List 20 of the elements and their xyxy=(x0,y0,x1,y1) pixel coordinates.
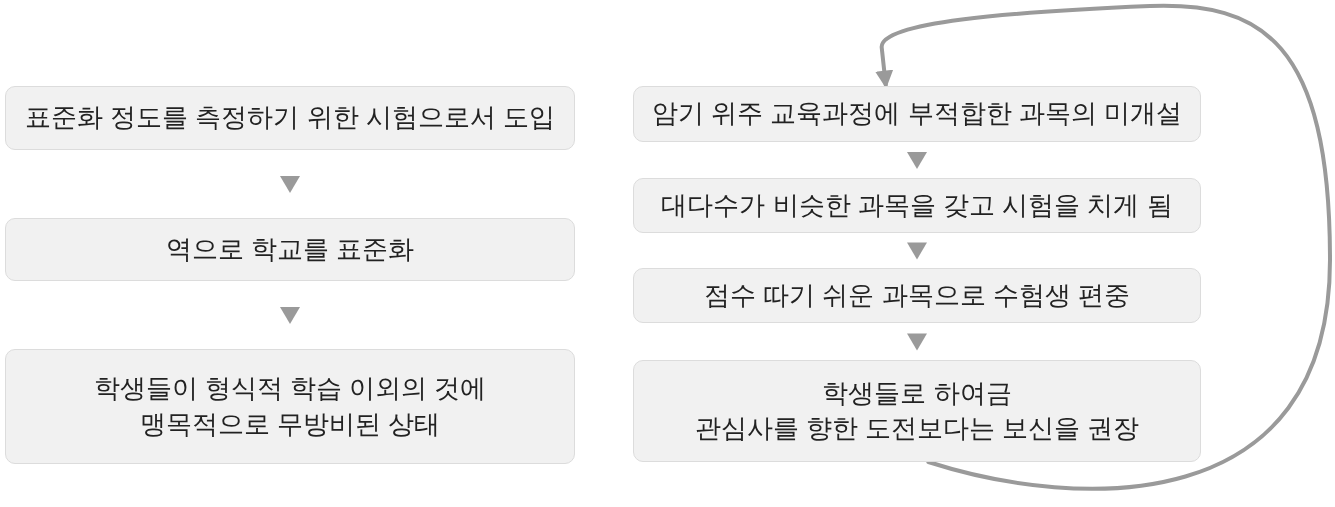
step-text: 역으로 학교를 표준화 xyxy=(165,232,415,266)
arrow xyxy=(907,333,927,351)
arrow xyxy=(907,152,927,169)
loop-arrow xyxy=(875,3,1332,491)
process-box xyxy=(633,268,1201,323)
arrow xyxy=(280,307,300,324)
process-box xyxy=(633,86,1201,142)
process-box xyxy=(5,349,575,464)
step-text: 점수 따기 쉬운 과목으로 수험생 편중 xyxy=(703,278,1131,312)
arrow xyxy=(280,176,300,193)
step-text: 학생들로 하여금 관심사를 향한 도전보다는 보신을 권장 xyxy=(694,376,1140,445)
process-box xyxy=(5,86,575,150)
step-text: 암기 위주 교육과정에 부적합한 과목의 미개설 xyxy=(651,97,1183,131)
step-text: 학생들이 형식적 학습 이외의 것에 맹목적으로 무방비된 상태 xyxy=(93,372,487,441)
process-box xyxy=(633,360,1201,462)
step-text: 대다수가 비슷한 과목을 갖고 시험을 치게 됨 xyxy=(661,188,1173,222)
arrow xyxy=(907,242,927,260)
process-box xyxy=(5,218,575,281)
process-box xyxy=(633,178,1201,233)
step-text: 표준화 정도를 측정하기 위한 시험으로서 도입 xyxy=(24,101,556,135)
